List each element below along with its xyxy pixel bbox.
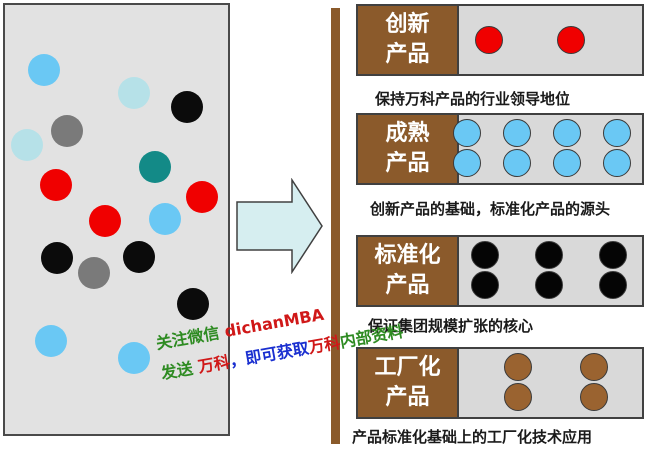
pool-dot (177, 288, 209, 320)
pool-dot (28, 54, 60, 86)
tier-label: 创新 产品 (385, 12, 430, 67)
pool-dot (139, 151, 171, 183)
pool-dot (149, 203, 181, 235)
tier-dot (599, 241, 627, 269)
pool-dot (11, 129, 43, 161)
tier-caption: 产品标准化基础上的工厂化技术应用 (352, 428, 593, 446)
product-tier-row: 成熟 产品 (356, 113, 644, 185)
tier-label-box: 成熟 产品 (358, 115, 459, 183)
pool-dot (171, 91, 203, 123)
tier-dot (603, 149, 631, 177)
pool-dot (78, 257, 110, 289)
pool-dot (89, 205, 121, 237)
pool-dot (51, 115, 83, 147)
tier-dot (599, 271, 627, 299)
tier-dot (453, 149, 481, 177)
tier-dot (580, 383, 608, 411)
tier-caption: 保证集团规模扩张的核心 (368, 317, 534, 335)
pool-dot (118, 342, 150, 374)
divider-bar (331, 8, 340, 444)
tier-dot (475, 26, 503, 54)
watermark-text: ，即可获取 (228, 338, 311, 371)
tier-dot (504, 353, 532, 381)
tier-label-box: 创新 产品 (358, 6, 459, 74)
pool-dot (186, 181, 218, 213)
tier-dot (503, 149, 531, 177)
tier-dot (603, 119, 631, 147)
tier-dot (453, 119, 481, 147)
tier-label-box: 工厂化 产品 (358, 349, 459, 417)
tier-caption: 创新产品的基础，标准化产品的源头 (370, 200, 611, 218)
tier-dot (504, 383, 532, 411)
tier-dot (557, 26, 585, 54)
tier-label: 标准化 产品 (374, 243, 441, 298)
tier-dot (580, 353, 608, 381)
product-tier-row: 工厂化 产品 (356, 347, 644, 419)
product-tier-row: 创新 产品 (356, 4, 644, 76)
arrow-right-icon (236, 178, 323, 274)
tier-dot (471, 241, 499, 269)
tier-dot (471, 271, 499, 299)
tier-label-box: 标准化 产品 (358, 237, 459, 305)
pool-dot (123, 241, 155, 273)
watermark-text: 万科 (196, 352, 232, 377)
tier-caption: 保持万科产品的行业领导地位 (375, 90, 571, 108)
pool-dot (35, 325, 67, 357)
pool-dot (118, 77, 150, 109)
tier-label: 工厂化 产品 (374, 355, 441, 410)
product-pool-panel (3, 3, 230, 436)
tier-dot (535, 271, 563, 299)
watermark-text: 万科 (306, 332, 342, 358)
pool-dot (40, 169, 72, 201)
product-tier-row: 标准化 产品 (356, 235, 644, 307)
pool-dot (41, 242, 73, 274)
tier-dot (535, 241, 563, 269)
tier-label: 成熟 产品 (385, 121, 430, 176)
tier-dot (503, 119, 531, 147)
tier-dot (553, 119, 581, 147)
tier-dot (553, 149, 581, 177)
